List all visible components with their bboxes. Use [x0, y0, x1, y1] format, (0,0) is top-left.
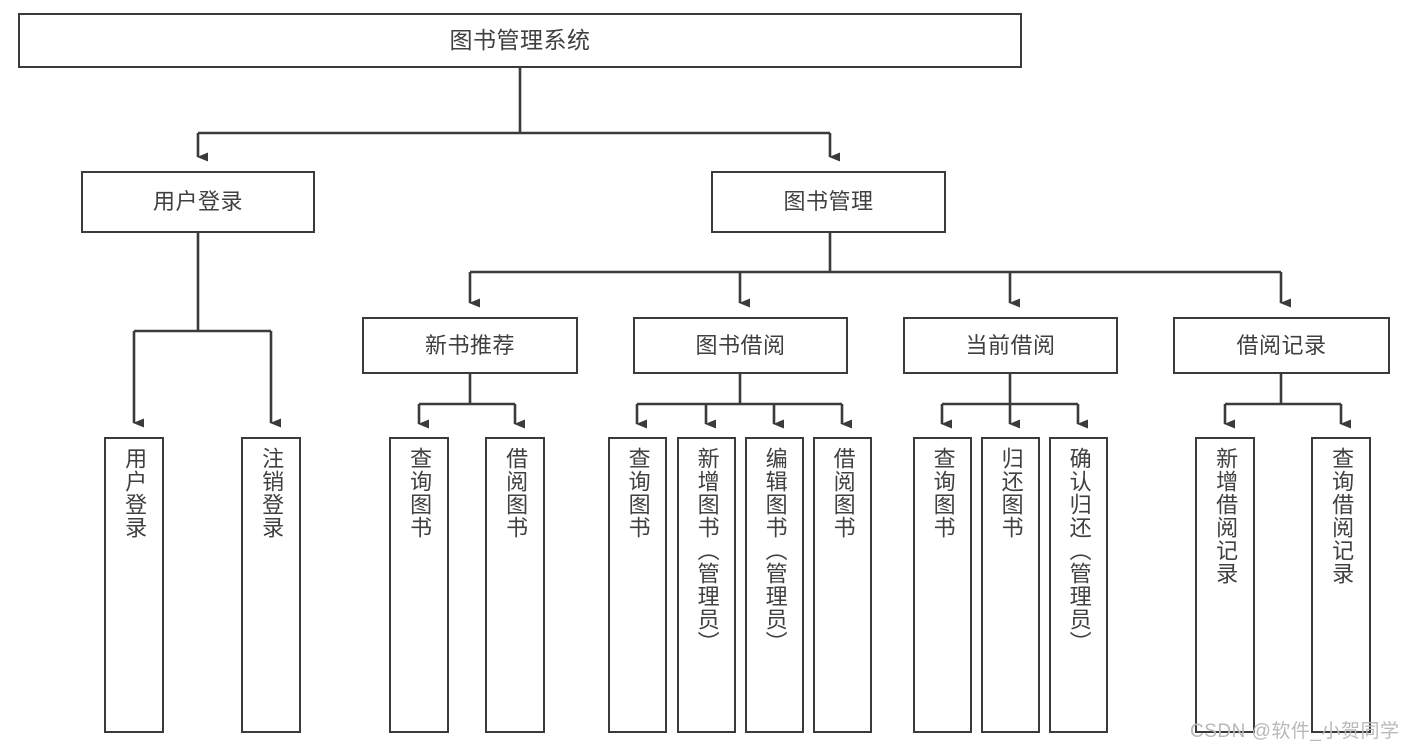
node-borrow-record[interactable]: 借阅记录 [1173, 317, 1390, 374]
node-borrow-record-label: 借阅记录 [1236, 332, 1327, 358]
leaf-query-book-cur-label: 查询图书 [930, 447, 956, 539]
node-user-login[interactable]: 用户登录 [81, 171, 315, 233]
leaf-query-book[interactable]: 查询图书 [608, 437, 667, 733]
node-new-book-recommend[interactable]: 新书推荐 [362, 317, 578, 374]
leaf-return-book-label: 归还图书 [998, 447, 1024, 539]
leaf-user-login[interactable]: 用户登录 [104, 437, 164, 733]
leaf-borrow-book-rec-label: 借阅图书 [503, 447, 529, 539]
leaf-add-record-label: 新增借阅记录 [1213, 447, 1239, 585]
node-current-borrow-label: 当前借阅 [965, 332, 1056, 358]
leaf-add-book[interactable]: 新增图书（管理员） [677, 437, 736, 733]
leaf-add-book-label: 新增图书（管理员） [694, 447, 720, 654]
node-root-label: 图书管理系统 [449, 27, 591, 54]
leaf-edit-book[interactable]: 编辑图书（管理员） [745, 437, 804, 733]
node-user-login-label: 用户登录 [152, 189, 243, 215]
csdn-watermark: CSDN @软件_小贺同学 [1190, 721, 1400, 742]
node-new-book-recommend-label: 新书推荐 [424, 332, 515, 358]
leaf-return-book[interactable]: 归还图书 [981, 437, 1040, 733]
leaf-query-record-label: 查询借阅记录 [1329, 447, 1355, 585]
leaf-borrow-book-rec[interactable]: 借阅图书 [485, 437, 545, 733]
leaf-add-record[interactable]: 新增借阅记录 [1195, 437, 1255, 733]
leaf-user-login-label: 用户登录 [122, 447, 148, 539]
leaf-borrow-book[interactable]: 借阅图书 [813, 437, 872, 733]
leaf-query-book-rec-label: 查询图书 [407, 447, 433, 539]
node-book-borrow[interactable]: 图书借阅 [633, 317, 848, 374]
leaf-borrow-book-label: 借阅图书 [830, 447, 856, 539]
leaf-confirm-return-label: 确认归还（管理员） [1066, 447, 1092, 654]
leaf-logout[interactable]: 注销登录 [241, 437, 301, 733]
node-book-borrow-label: 图书借阅 [695, 332, 786, 358]
node-book-manage[interactable]: 图书管理 [711, 171, 946, 233]
leaf-confirm-return[interactable]: 确认归还（管理员） [1049, 437, 1108, 733]
leaf-query-record[interactable]: 查询借阅记录 [1311, 437, 1371, 733]
leaf-query-book-rec[interactable]: 查询图书 [389, 437, 449, 733]
leaf-edit-book-label: 编辑图书（管理员） [762, 447, 788, 654]
leaf-query-book-label: 查询图书 [625, 447, 651, 539]
node-book-manage-label: 图书管理 [783, 189, 874, 215]
leaf-query-book-cur[interactable]: 查询图书 [913, 437, 972, 733]
leaf-logout-label: 注销登录 [259, 447, 285, 539]
node-root[interactable]: 图书管理系统 [18, 13, 1022, 68]
node-current-borrow[interactable]: 当前借阅 [903, 317, 1118, 374]
